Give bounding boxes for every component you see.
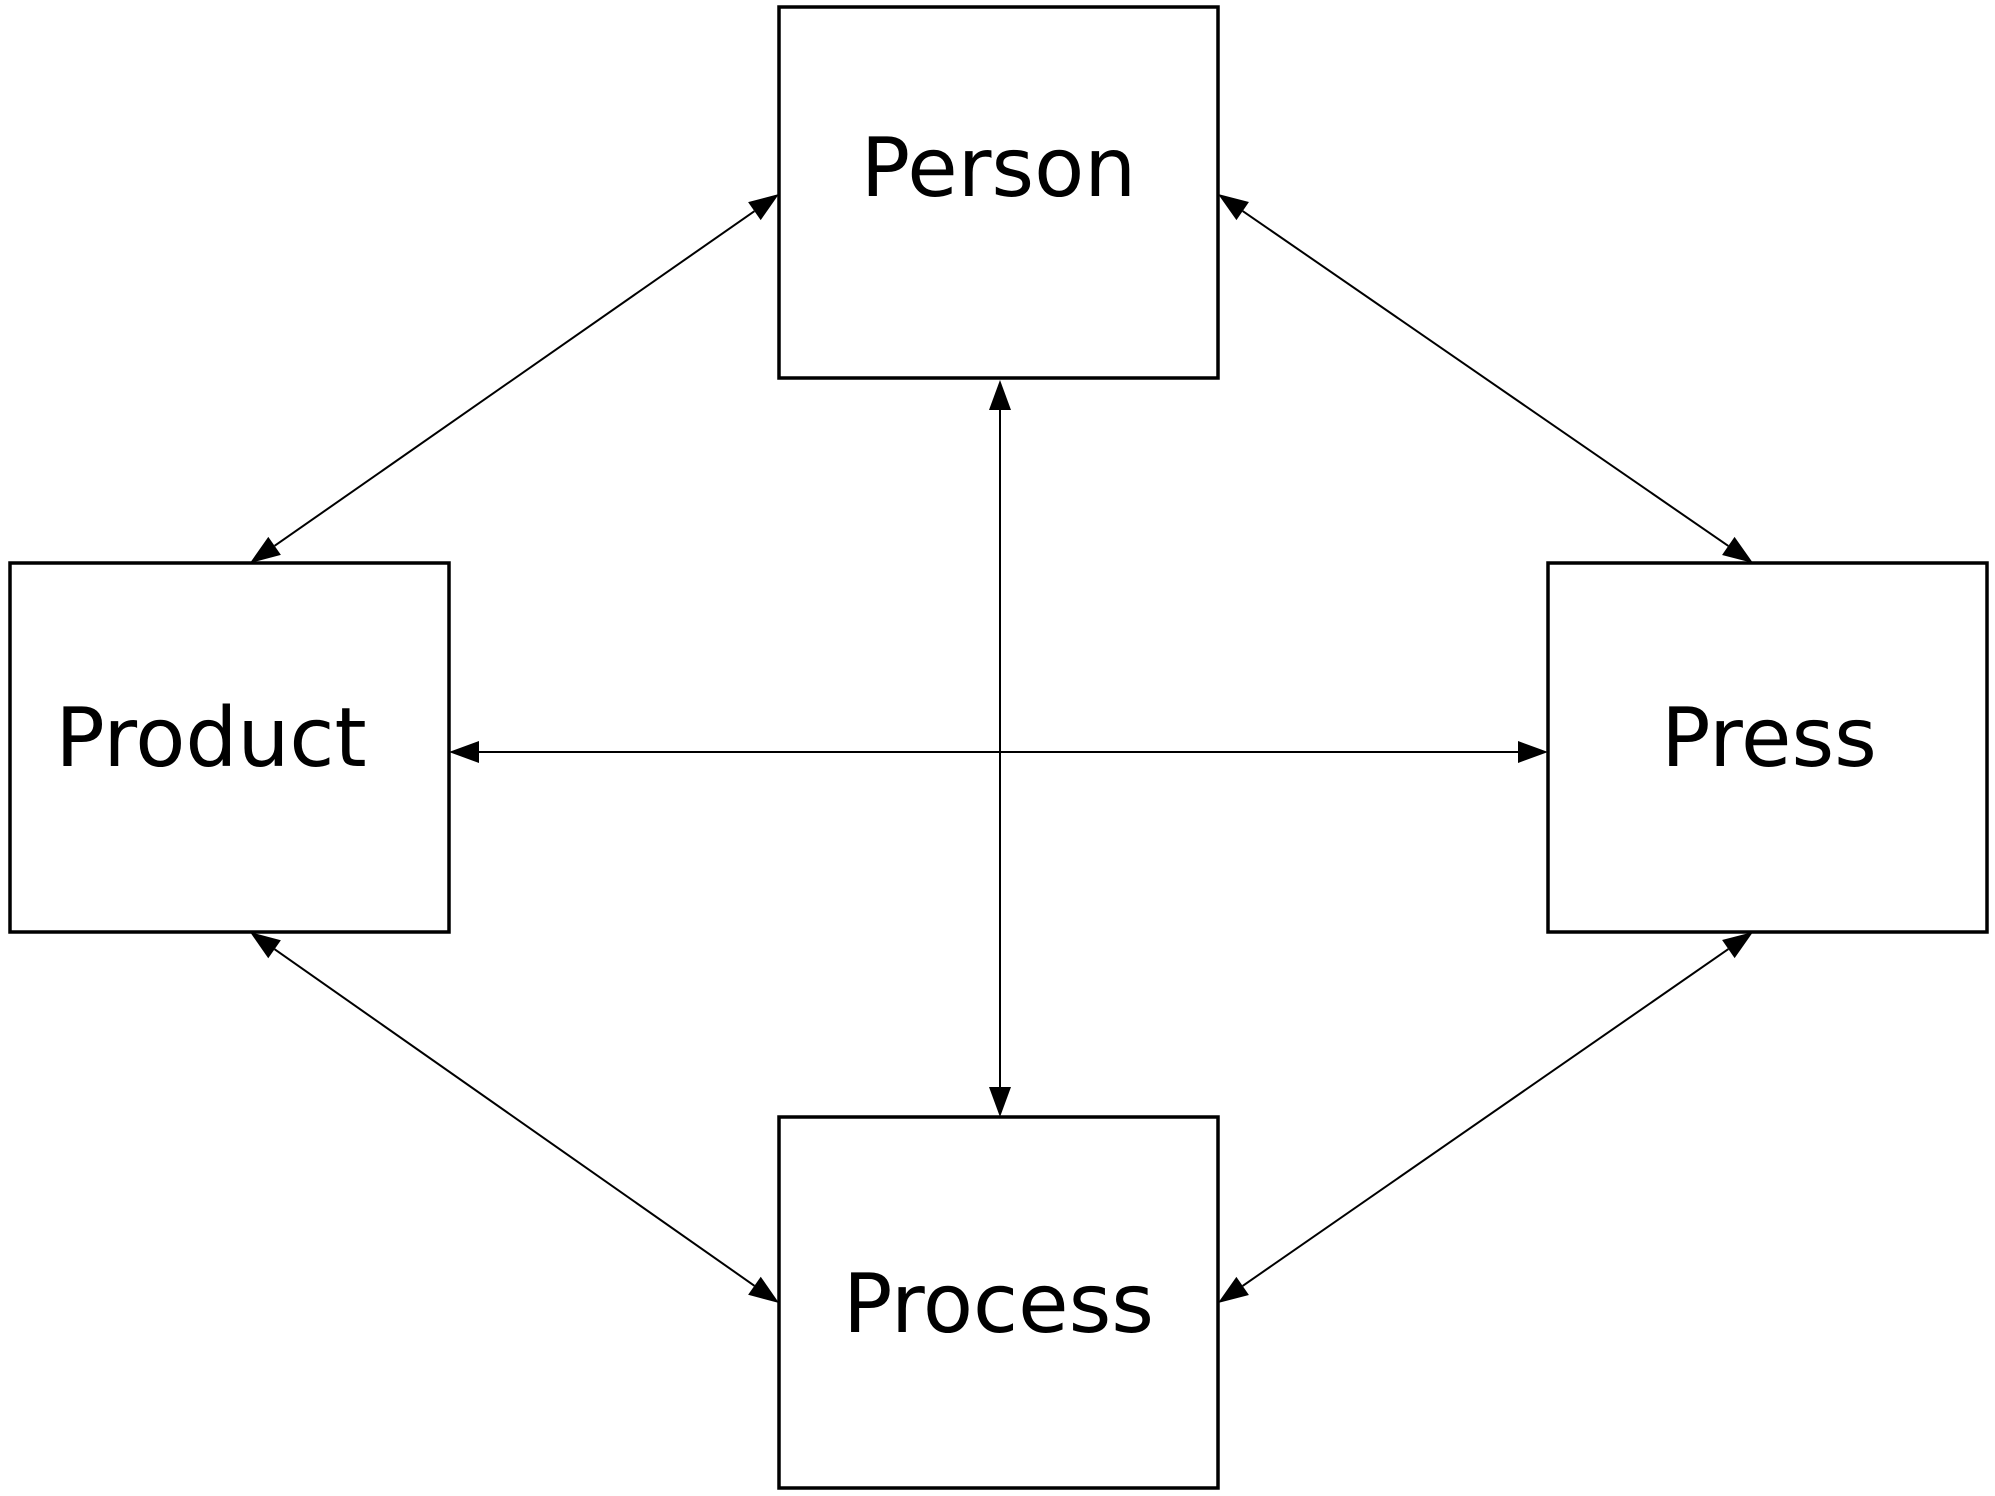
edge-person-press-arrowhead-end [1722,536,1753,563]
connectors-layer [250,194,1753,1303]
edge-product-press-arrowhead-end [1518,741,1548,763]
node-process-label: Process [843,1257,1154,1352]
edge-product-press-arrowhead-start [449,741,479,763]
edge-product-process-arrowhead-start [250,932,281,959]
edge-person-process-arrowhead-end [989,1087,1011,1117]
node-product-box [8,561,451,934]
node-person-label: Person [861,121,1137,216]
edge-product-person-arrowhead-end [748,194,779,221]
node-press-label: Press [1661,691,1877,786]
edge-press-process-arrowhead-start [1722,932,1753,959]
node-process[interactable]: Process [777,1115,1220,1490]
node-product[interactable]: Product [8,561,451,934]
node-press-box [1546,561,1989,934]
edge-product-person-arrowhead-start [250,536,281,563]
edge-person-press-line [1242,210,1729,547]
edge-person-press-arrowhead-start [1218,194,1249,221]
node-product-label: Product [55,691,366,786]
edge-product-person-line [274,210,755,547]
node-person[interactable]: Person [777,5,1220,380]
node-person-box [777,5,1220,380]
edge-product-process-arrowhead-end [748,1276,779,1303]
node-press[interactable]: Press [1546,561,1989,934]
nodes-layer: Person Product Press Process [8,5,1989,1490]
edge-person-process-arrowhead-start [989,380,1011,410]
edge-press-process-line [1242,948,1729,1287]
edge-product-process-line [273,948,756,1287]
node-process-box [777,1115,1220,1490]
edge-press-process-arrowhead-end [1218,1276,1249,1303]
